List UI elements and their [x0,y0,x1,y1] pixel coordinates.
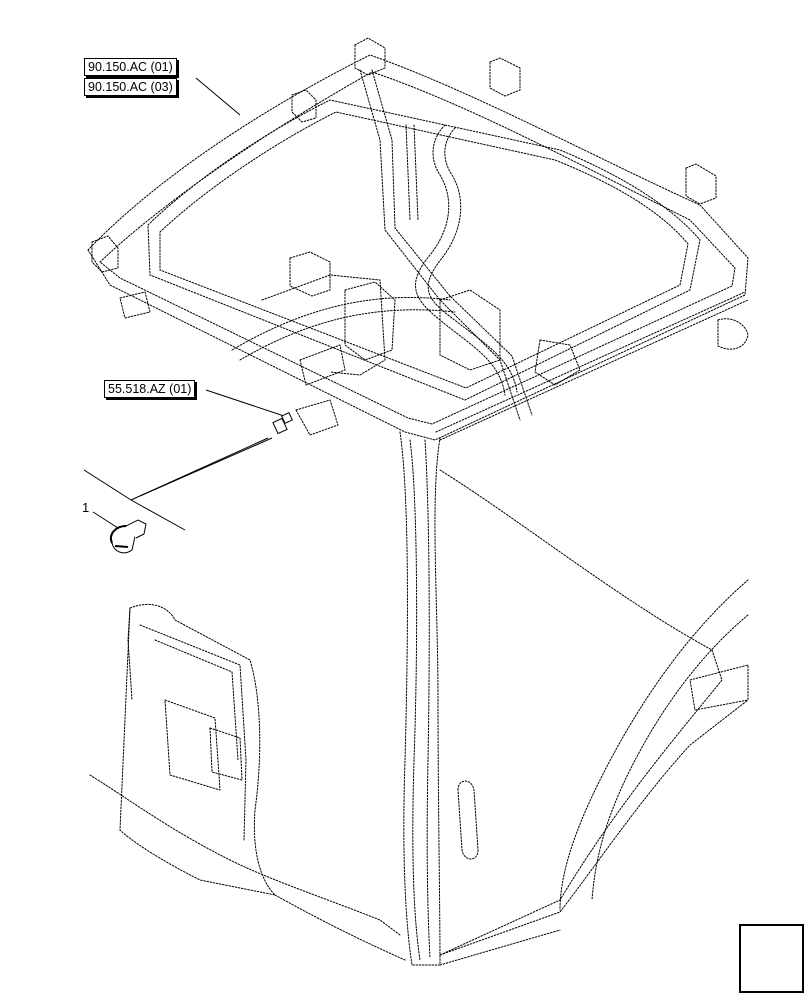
leader-line-sensor [205,389,291,419]
sensor-component [110,519,147,554]
callout-item-1: 1 [82,500,90,515]
roof-frame-outer [87,54,749,441]
door-handle [457,780,479,860]
cab-pillar [399,431,441,966]
leader-line-item-1 [92,511,119,529]
roof-center-rib [359,69,521,421]
fender-arc [559,579,749,911]
reference-label-90-150-ac-01[interactable]: 90.150.AC (01) [84,58,177,76]
roof-window-opening [147,99,701,401]
rear-left-panel [119,604,276,896]
reference-label-55-518-az-01[interactable]: 55.518.AZ (01) [104,380,196,398]
leader-line-roof [195,77,241,116]
roof-frame-inner [99,71,736,425]
cab-door-panel [439,469,723,956]
navigation-back-button[interactable] [739,924,804,993]
exploded-view-line-a [83,469,186,531]
reference-label-90-150-ac-03[interactable]: 90.150.AC (03) [84,78,177,96]
sensor-mounted [272,412,293,435]
